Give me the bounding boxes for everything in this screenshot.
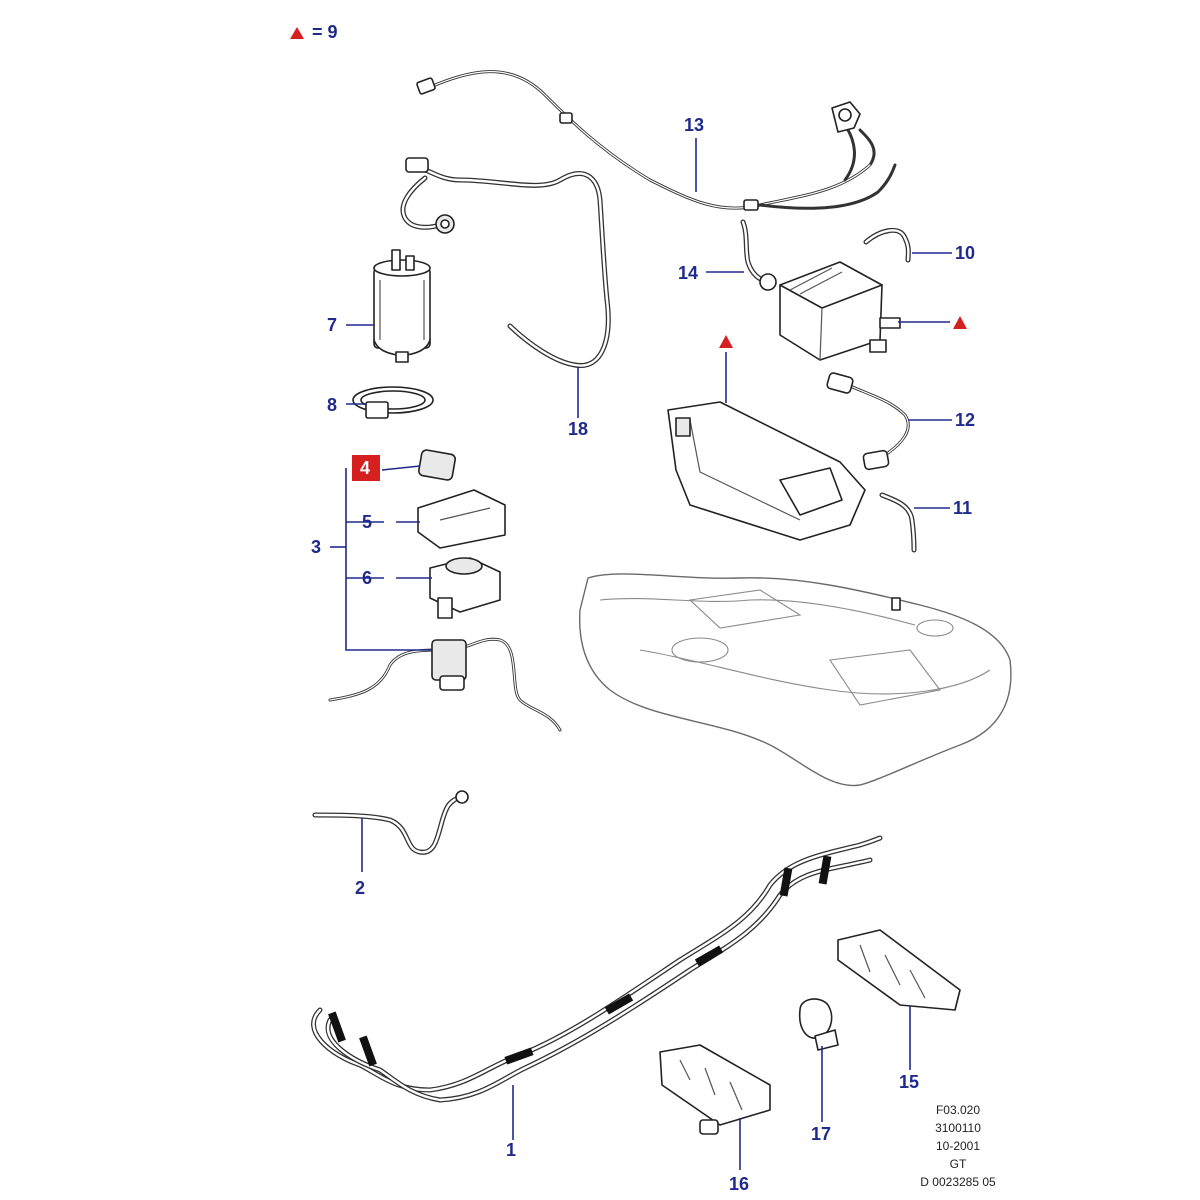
callout-18[interactable]: 18 xyxy=(568,419,588,439)
ref-9-markers xyxy=(719,316,967,348)
callout-11[interactable]: 11 xyxy=(953,498,972,518)
part-11-hose[interactable] xyxy=(879,492,917,553)
highlight-box-4 xyxy=(352,455,380,481)
part-1-fuel-lines[interactable] xyxy=(311,835,883,1103)
reference-line-1: F03.020 xyxy=(936,1103,980,1117)
callout-15[interactable]: 15 xyxy=(899,1072,919,1092)
reference-line-3: 10-2001 xyxy=(936,1139,980,1153)
legend: = 9 xyxy=(290,22,338,42)
callout-13[interactable]: 13 xyxy=(684,115,704,135)
part-16-clip[interactable] xyxy=(659,1044,771,1135)
part-15-clip[interactable] xyxy=(837,929,961,1011)
part-17-clip[interactable] xyxy=(798,998,839,1051)
part-6-pump-module[interactable] xyxy=(429,557,501,619)
part-10-hose[interactable] xyxy=(863,227,911,263)
callout-3[interactable]: 3 xyxy=(311,537,321,557)
reference-line-5: D 0023285 05 xyxy=(920,1175,996,1189)
warning-triangle-icon xyxy=(953,316,967,329)
callout-2[interactable]: 2 xyxy=(355,878,365,898)
callout-1[interactable]: 1 xyxy=(506,1140,516,1160)
legend-text: = 9 xyxy=(312,22,338,42)
part-5-bracket[interactable] xyxy=(417,489,506,549)
callout-7[interactable]: 7 xyxy=(327,315,337,335)
reference-block: F03.020 3100110 10-2001 GT D 0023285 05 xyxy=(920,1103,996,1189)
warning-triangle-icon xyxy=(290,27,304,39)
callout-5[interactable]: 5 xyxy=(362,512,372,532)
fuel-tank[interactable] xyxy=(578,573,1012,787)
heat-shield[interactable] xyxy=(667,401,866,541)
callout-14[interactable]: 14 xyxy=(678,263,698,283)
callout-8[interactable]: 8 xyxy=(327,395,337,415)
part-3-harness[interactable] xyxy=(328,637,562,732)
warning-triangle-icon xyxy=(719,335,733,348)
callout-12[interactable]: 12 xyxy=(955,410,975,430)
part-8-clamp[interactable] xyxy=(352,386,434,419)
part-18-pipe[interactable] xyxy=(400,157,611,368)
reference-line-4: GT xyxy=(950,1157,967,1171)
part-7-fuel-filter[interactable] xyxy=(373,249,431,363)
part-12-sensor-lead[interactable] xyxy=(826,372,910,471)
carbon-canister[interactable] xyxy=(779,261,901,361)
callout-6[interactable]: 6 xyxy=(362,568,372,588)
part-4-cap[interactable] xyxy=(417,449,457,481)
callout-16[interactable]: 16 xyxy=(729,1174,749,1194)
leader-lines xyxy=(330,138,952,1170)
callout-10[interactable]: 10 xyxy=(955,243,975,263)
part-2-pipe[interactable] xyxy=(312,790,469,855)
part-13-harness[interactable] xyxy=(416,70,897,211)
callout-labels: 1 2 3 4 5 6 7 8 10 11 12 13 14 15 16 17 … xyxy=(311,115,975,1194)
callout-17[interactable]: 17 xyxy=(811,1124,831,1144)
callout-4[interactable]: 4 xyxy=(360,458,370,478)
part-14-hose-connector[interactable] xyxy=(740,219,777,291)
reference-line-2: 3100110 xyxy=(935,1121,981,1135)
